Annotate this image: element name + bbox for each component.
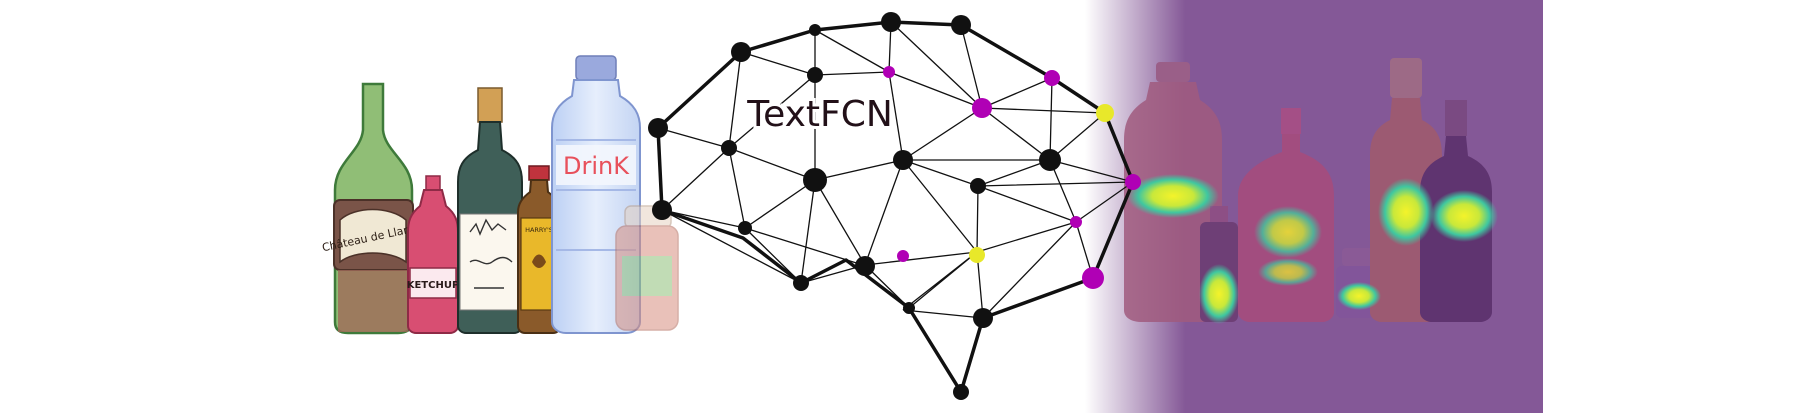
network-node xyxy=(793,275,809,291)
network-edges xyxy=(657,21,1134,393)
network-node xyxy=(973,308,993,328)
network-node-highlight xyxy=(972,98,992,118)
heat-blob xyxy=(1258,258,1318,286)
network-node xyxy=(970,178,986,194)
network-node xyxy=(648,118,668,138)
network-node-yellow xyxy=(969,247,985,263)
output-bottles xyxy=(1124,58,1498,324)
network-node xyxy=(855,256,875,276)
water-label-text: DrinK xyxy=(563,152,630,180)
network-node-highlight xyxy=(1070,216,1082,228)
network-node-yellow xyxy=(1096,104,1114,122)
heat-blob xyxy=(1127,174,1219,218)
network-node xyxy=(721,140,737,156)
network-node xyxy=(731,42,751,62)
network-node xyxy=(881,12,901,32)
model-name-label: TextFCN xyxy=(746,94,893,135)
input-bottles: Château de Llama KETCHUP HARRY'S xyxy=(321,55,679,335)
network-node xyxy=(803,168,827,192)
heat-blob xyxy=(1430,190,1498,242)
network-node xyxy=(1039,149,1061,171)
wine-bottle-illustration: Château de Llama xyxy=(321,82,422,335)
ketchup-label-text: KETCHUP xyxy=(407,280,460,291)
network-node-highlight xyxy=(1125,174,1141,190)
dark-bottle-illustration xyxy=(457,87,523,334)
text-activations xyxy=(1127,174,1498,324)
heat-blob xyxy=(1337,282,1381,310)
network-node xyxy=(809,24,821,36)
network-node xyxy=(738,221,752,235)
network-node xyxy=(951,15,971,35)
network-node-highlight xyxy=(883,66,895,78)
heat-blob xyxy=(1254,206,1322,258)
ketchup-bottle-illustration: KETCHUP xyxy=(407,175,460,334)
network-node xyxy=(652,200,672,220)
brain-outline xyxy=(656,20,1135,394)
network-node xyxy=(893,150,913,170)
heat-blob xyxy=(1199,264,1239,324)
network-node xyxy=(903,302,915,314)
network-node-highlight xyxy=(897,250,909,262)
jar-illustration xyxy=(615,205,679,331)
network-node xyxy=(807,67,823,83)
network-nodes xyxy=(648,12,1141,400)
network-node xyxy=(953,384,969,400)
heat-blob xyxy=(1378,178,1434,246)
network-node-highlight xyxy=(1044,70,1060,86)
neural-network-brain: TextFCN xyxy=(648,12,1141,400)
network-node-highlight xyxy=(1082,267,1104,289)
sauce-label-text: HARRY'S xyxy=(525,226,553,234)
